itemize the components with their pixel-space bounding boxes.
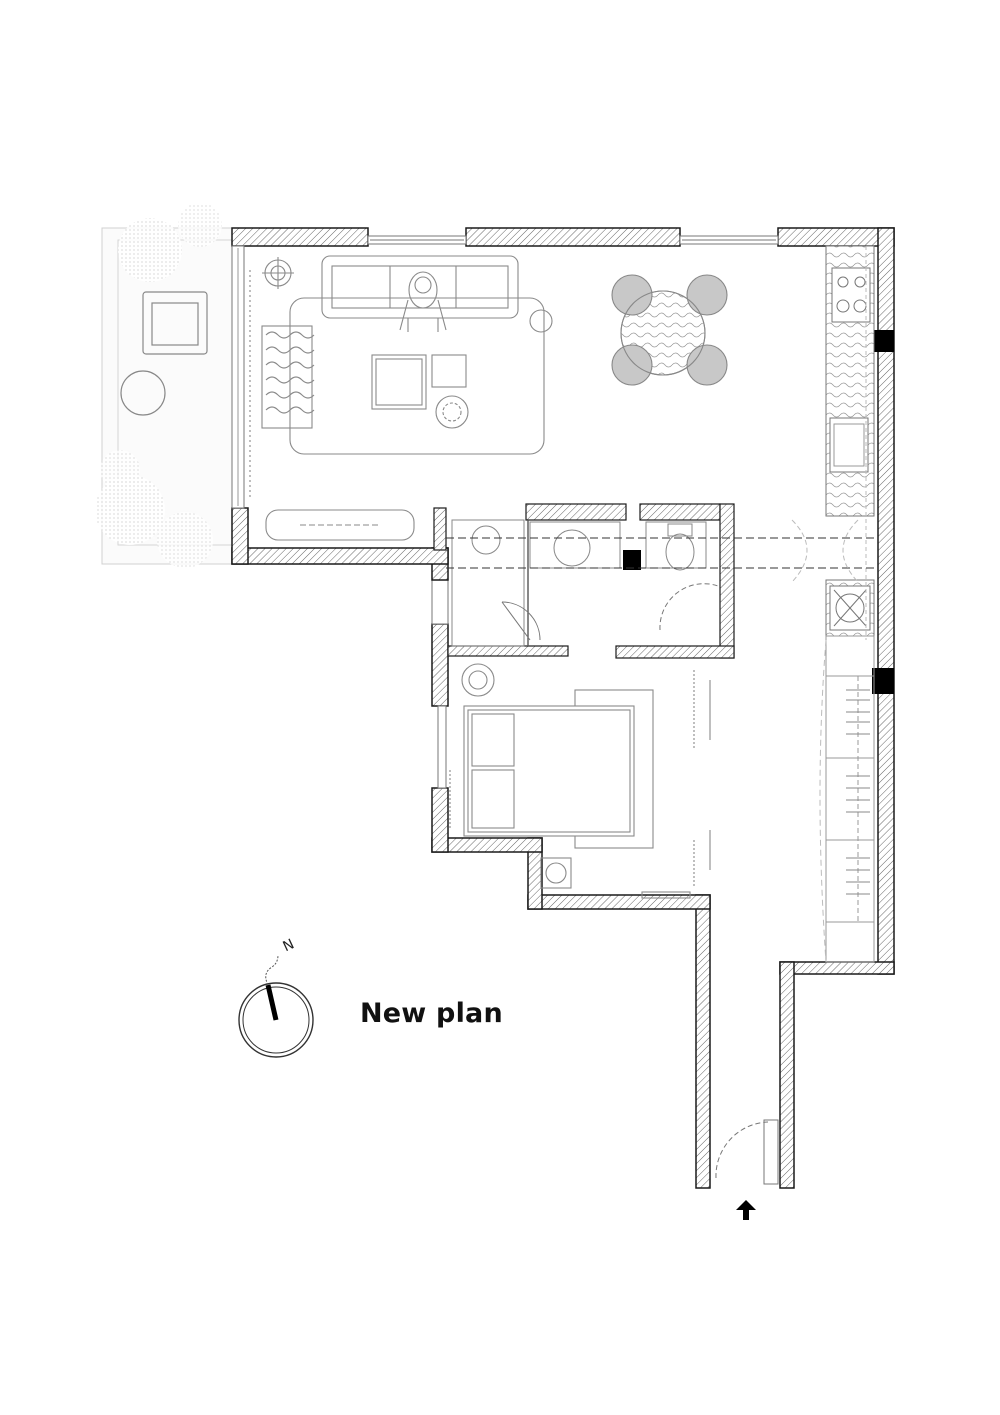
column <box>872 668 894 694</box>
kitchen-counter <box>825 245 875 640</box>
ottoman <box>431 354 467 388</box>
balcony <box>95 203 233 568</box>
person-icon <box>399 271 447 332</box>
hangers <box>846 689 870 895</box>
living-room <box>249 255 553 541</box>
wardrobe <box>825 635 875 963</box>
entrance-arrow-icon <box>736 1200 756 1220</box>
tv-console-icon <box>265 509 415 541</box>
plan-title: New plan <box>360 998 503 1029</box>
door-swing-icon <box>791 519 859 583</box>
bathroom <box>433 503 878 659</box>
floor-lamp-icon <box>461 663 495 697</box>
bedroom <box>449 663 711 899</box>
chair-icon <box>611 274 728 386</box>
side-table-icon <box>120 370 166 416</box>
patterned-rug-icon <box>261 325 315 429</box>
fridge-icon <box>829 585 871 631</box>
column <box>872 330 894 352</box>
armchair-icon <box>142 291 208 355</box>
north-arrow-icon: N <box>238 936 314 1058</box>
radiator-icon <box>641 891 691 899</box>
dining-table-icon <box>611 274 728 386</box>
door-swing-arc <box>819 639 827 963</box>
pouf-icon <box>435 395 469 429</box>
svg-text:N: N <box>281 936 297 955</box>
door-swing-icon <box>501 583 719 641</box>
entrance-door <box>715 1119 779 1185</box>
washbasin-icon <box>553 529 591 567</box>
bed-icon <box>463 705 635 837</box>
column <box>623 550 641 570</box>
floor-lamp-icon <box>262 257 294 289</box>
rug <box>289 297 545 455</box>
sink-icon <box>829 417 869 473</box>
sofa-icon <box>321 255 519 319</box>
exterior-walls <box>231 227 895 1189</box>
coffee-table <box>371 354 427 410</box>
toilet-icon <box>665 523 695 571</box>
nightstand-icon <box>540 857 572 889</box>
